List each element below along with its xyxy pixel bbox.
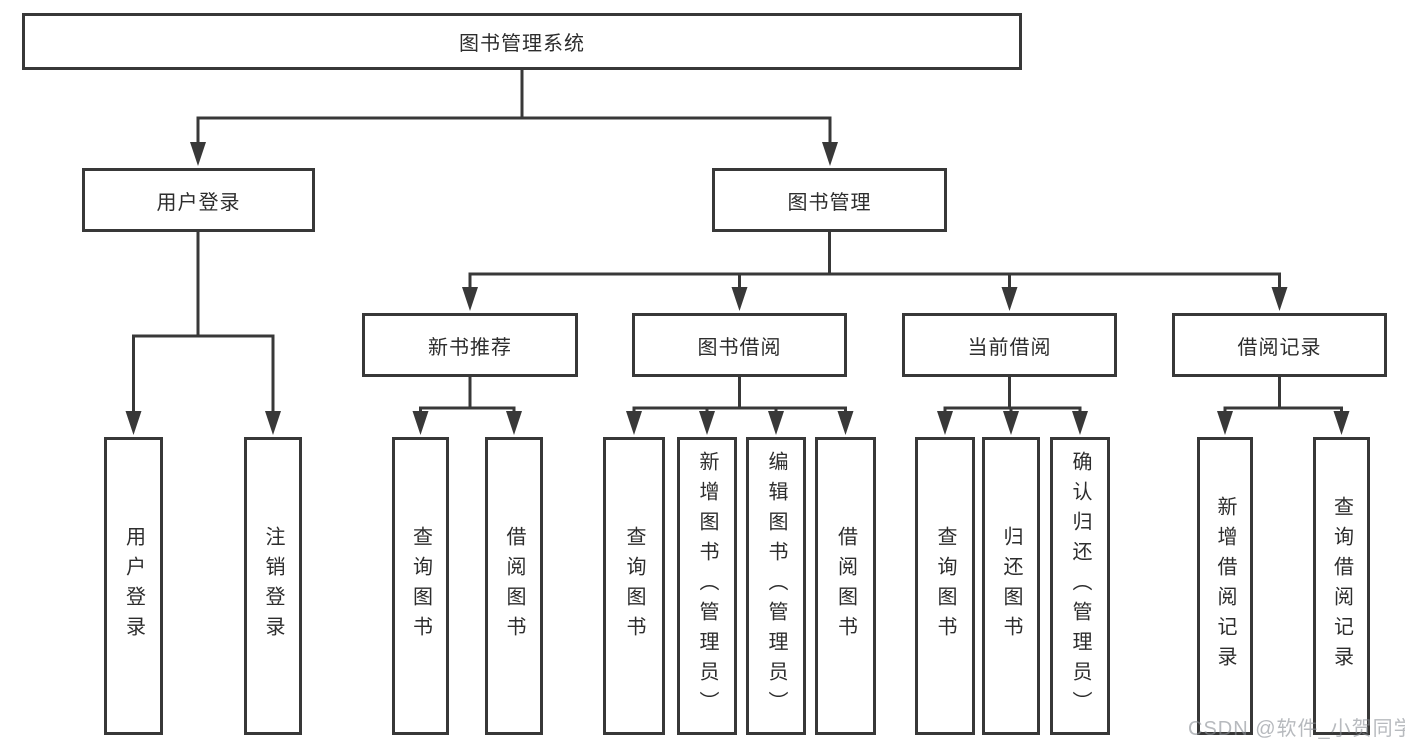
leaf-query-books-borrow-label: 查询图书 bbox=[623, 526, 645, 646]
connector-user-login-to-children bbox=[132, 231, 275, 419]
node-borrowing-records: 借阅记录 bbox=[1172, 313, 1387, 377]
arrow-icon bbox=[699, 411, 715, 435]
node-root: 图书管理系统 bbox=[22, 13, 1022, 70]
leaf-edit-book-admin: 编辑图书（管理员） bbox=[746, 437, 806, 735]
leaf-confirm-return-admin: 确认归还（管理员） bbox=[1050, 437, 1110, 735]
leaf-add-book-admin: 新增图书（管理员） bbox=[677, 437, 737, 735]
leaf-return-book: 归还图书 bbox=[982, 437, 1040, 735]
arrow-icon bbox=[1001, 287, 1018, 311]
leaf-query-books-recommend-label: 查询图书 bbox=[409, 526, 432, 646]
node-borrowing-records-label: 借阅记录 bbox=[1237, 336, 1322, 359]
connector-records-to-children bbox=[1223, 376, 1343, 419]
leaf-query-books-current: 查询图书 bbox=[915, 437, 975, 735]
node-user-login: 用户登录 bbox=[82, 168, 315, 232]
arrow-icon bbox=[1271, 287, 1288, 311]
connector-book-borrow-to-children bbox=[632, 376, 847, 419]
leaf-user-login: 用户登录 bbox=[104, 437, 163, 735]
watermark: CSDN @软件_小贺同学 bbox=[1188, 718, 1405, 740]
leaf-query-borrow-record: 查询借阅记录 bbox=[1313, 437, 1370, 735]
node-new-book-recommendation-label: 新书推荐 bbox=[428, 336, 512, 359]
leaf-borrow-books-borrow: 借阅图书 bbox=[815, 437, 876, 735]
node-root-label: 图书管理系统 bbox=[459, 33, 585, 55]
node-book-borrowing-label: 图书借阅 bbox=[697, 336, 782, 359]
connector-book-management-to-children bbox=[468, 231, 1281, 295]
arrow-icon bbox=[462, 287, 478, 311]
node-new-book-recommendation: 新书推荐 bbox=[362, 313, 578, 377]
node-user-login-label: 用户登录 bbox=[156, 191, 241, 214]
leaf-borrow-books-recommend: 借阅图书 bbox=[485, 437, 543, 735]
leaf-add-borrow-record-label: 新增借阅记录 bbox=[1214, 496, 1236, 676]
leaf-borrow-books-recommend-label: 借阅图书 bbox=[503, 526, 525, 646]
arrow-icon bbox=[937, 411, 953, 435]
node-book-borrowing: 图书借阅 bbox=[632, 313, 847, 377]
leaf-add-book-admin-label: 新增图书（管理员） bbox=[696, 451, 718, 721]
arrow-icon bbox=[265, 411, 281, 435]
leaf-query-borrow-record-label: 查询借阅记录 bbox=[1330, 496, 1353, 676]
leaf-confirm-return-admin-label: 确认归还（管理员） bbox=[1069, 451, 1091, 721]
node-current-borrowing: 当前借阅 bbox=[902, 313, 1117, 377]
arrow-icon bbox=[837, 411, 854, 435]
arrow-icon bbox=[626, 411, 642, 435]
leaf-add-borrow-record: 新增借阅记录 bbox=[1197, 437, 1253, 735]
arrow-icon bbox=[125, 411, 142, 435]
node-book-management: 图书管理 bbox=[712, 168, 947, 232]
arrow-icon bbox=[1072, 411, 1088, 435]
arrow-icon bbox=[506, 411, 522, 435]
leaf-logout: 注销登录 bbox=[244, 437, 302, 735]
leaf-borrow-books-borrow-label: 借阅图书 bbox=[834, 526, 857, 646]
node-book-management-label: 图书管理 bbox=[787, 191, 872, 214]
leaf-query-books-recommend: 查询图书 bbox=[392, 437, 449, 735]
leaf-user-login-label: 用户登录 bbox=[122, 526, 145, 646]
leaf-return-book-label: 归还图书 bbox=[1000, 526, 1022, 646]
leaf-query-books-current-label: 查询图书 bbox=[934, 526, 956, 646]
leaf-query-books-borrow: 查询图书 bbox=[603, 437, 665, 735]
leaf-edit-book-admin-label: 编辑图书（管理员） bbox=[765, 451, 787, 721]
leaf-logout-label: 注销登录 bbox=[262, 526, 284, 646]
arrowheads bbox=[125, 142, 1350, 435]
arrow-icon bbox=[768, 411, 784, 435]
arrow-icon bbox=[731, 287, 748, 311]
arrow-icon bbox=[1333, 411, 1350, 435]
connector-new-book-to-children bbox=[419, 376, 516, 419]
connector-root-to-level2 bbox=[196, 69, 832, 150]
arrow-icon bbox=[822, 142, 838, 166]
node-current-borrowing-label: 当前借阅 bbox=[967, 336, 1052, 359]
arrow-icon bbox=[190, 142, 206, 166]
arrow-icon bbox=[1003, 411, 1019, 435]
arrow-icon bbox=[412, 411, 429, 435]
arrow-icon bbox=[1217, 411, 1233, 435]
